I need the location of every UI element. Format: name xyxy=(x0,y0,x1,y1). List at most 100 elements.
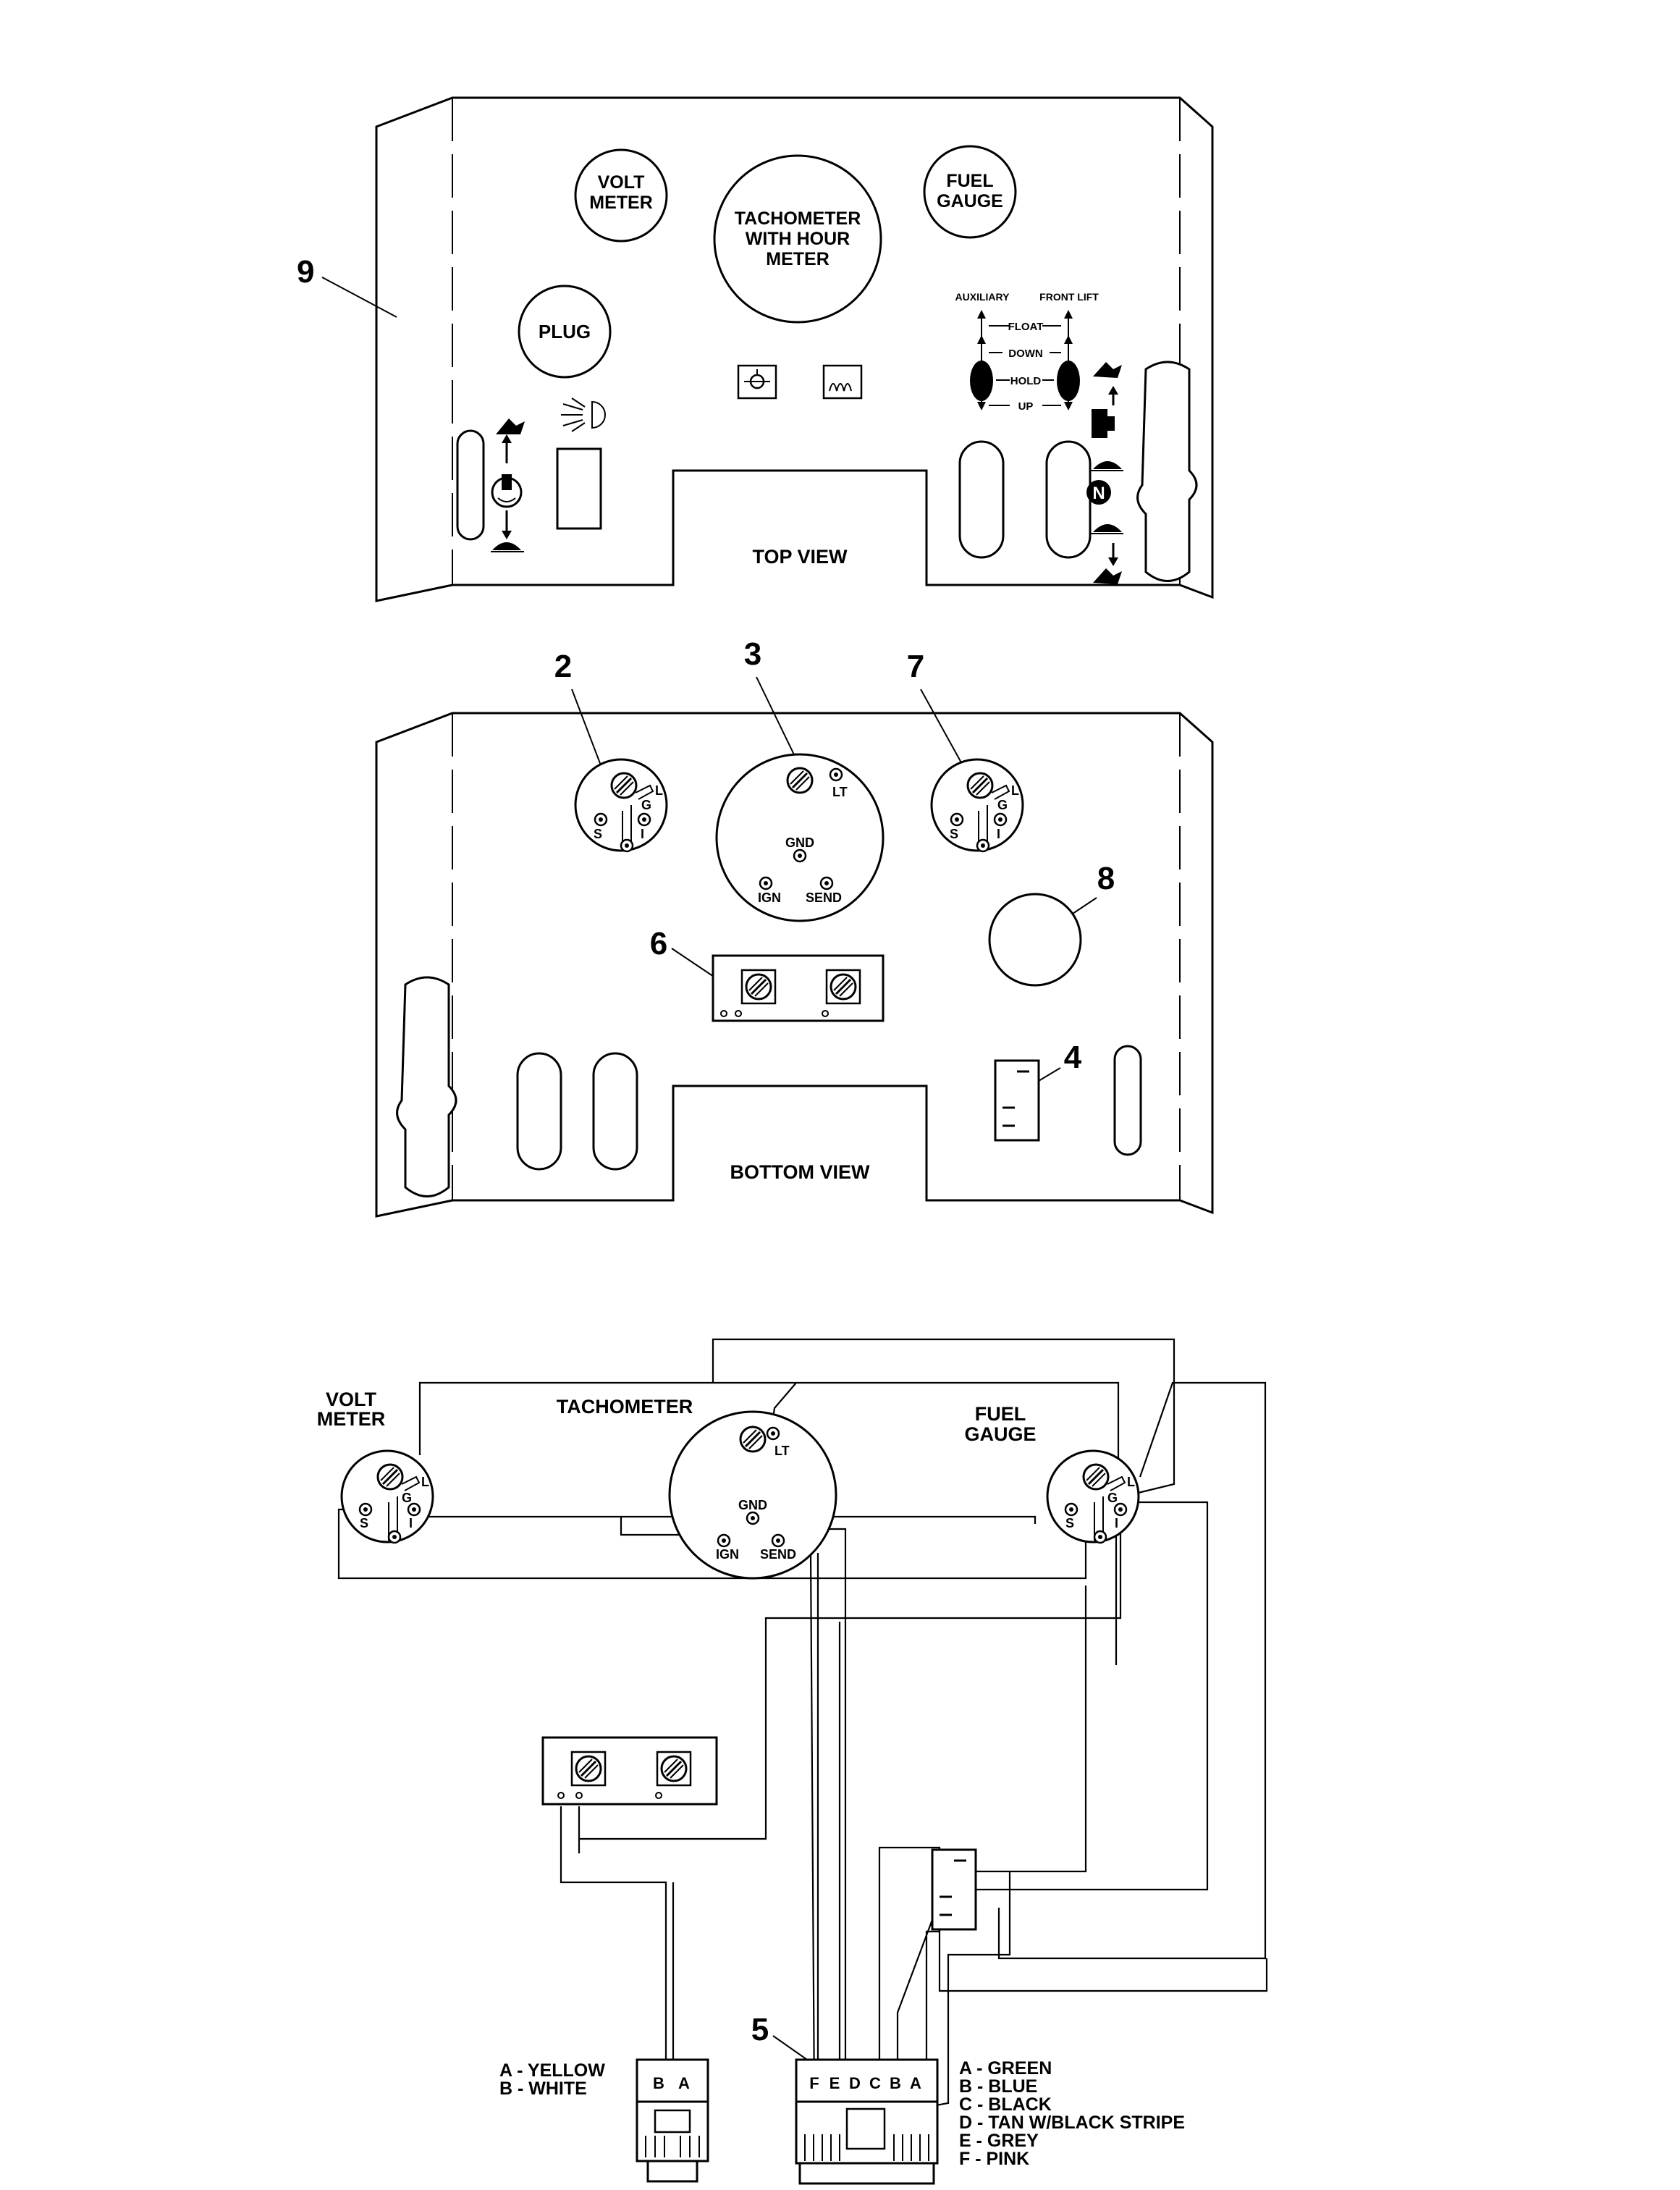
top-volt-meter-label-2: METER xyxy=(589,193,653,213)
lever-pos-up: UP xyxy=(1018,400,1034,413)
schematic-volt-meter-label-1: VOLT xyxy=(326,1389,376,1410)
large-connector-legend-f: F - PINK xyxy=(959,2149,1029,2169)
top-volt-meter-label-1: VOLT xyxy=(598,172,645,193)
large-connector-pin-f: F xyxy=(809,2074,819,2092)
large-connector-pin-a: A xyxy=(910,2074,921,2092)
lever-header-front-lift: FRONT LIFT xyxy=(1039,291,1099,303)
bottom-traction-pedal-slot xyxy=(396,976,457,1197)
bottom-right-term-g: G xyxy=(997,798,1008,812)
top-tachometer-label-2: WITH HOUR xyxy=(746,229,850,249)
top-view-caption: TOP VIEW xyxy=(752,546,848,568)
top-volt-meter: VOLT METER xyxy=(574,148,668,243)
top-tachometer-label-1: TACHOMETER xyxy=(735,209,861,229)
callout-6: 6 xyxy=(650,926,667,961)
schematic-tach-term-lt: LT xyxy=(774,1444,790,1458)
top-plug-label: PLUG xyxy=(539,321,591,342)
schematic-fuel-gauge: G L S I xyxy=(1046,1449,1140,1544)
large-connector-legend-d: D - TAN W/BLACK STRIPE xyxy=(959,2113,1185,2133)
schematic-tach-term-send: SEND xyxy=(760,1547,796,1562)
front-lift-lever-knob xyxy=(1057,361,1080,401)
schematic-tachometer: LT GND IGN SEND xyxy=(668,1410,837,1580)
schematic-tach-term-gnd: GND xyxy=(738,1498,767,1512)
bottom-left-term-g: G xyxy=(641,798,651,812)
large-connector-pin-d: D xyxy=(849,2074,861,2092)
large-connector-legend-b: B - BLUE xyxy=(959,2076,1037,2097)
bottom-left-term-i: I xyxy=(641,827,644,841)
traction-icons: N xyxy=(1086,362,1123,584)
lever-pos-down: DOWN xyxy=(1008,348,1043,360)
bottom-tach-term-send: SEND xyxy=(806,890,842,905)
bottom-view-panel: 2 3 7 8 6 4 G L S I LT xyxy=(375,636,1214,1218)
callout-4: 4 xyxy=(1064,1040,1082,1075)
callout-3: 3 xyxy=(744,636,761,672)
top-fuel-gauge-label-2: GAUGE xyxy=(937,191,1003,211)
bottom-right-term-i: I xyxy=(997,827,1000,841)
bottom-tachometer-back: LT GND IGN SEND xyxy=(715,753,885,922)
throttle-icon xyxy=(491,418,525,552)
top-fuel-gauge-label-1: FUEL xyxy=(946,171,993,191)
large-connector-legend-e: E - GREY xyxy=(959,2131,1039,2151)
callout-2: 2 xyxy=(554,649,572,684)
top-view-panel: 9 VOLT METER TACHOMETER WITH HOUR METER … xyxy=(297,96,1214,602)
large-connector-pin-c: C xyxy=(869,2074,881,2092)
bottom-fuel-gauge-back: G L S I xyxy=(930,758,1024,853)
large-connector-pin-b: B xyxy=(890,2074,901,2092)
lever-pos-float: FLOAT xyxy=(1008,321,1044,333)
bottom-left-term-l: L xyxy=(655,783,663,798)
top-plug: PLUG xyxy=(518,285,612,379)
small-connector-legend-b: B - WHITE xyxy=(499,2079,587,2099)
schematic-volt-meter: G L S I xyxy=(340,1449,434,1544)
bottom-switch-block xyxy=(712,954,885,1022)
schematic-volt-term-i: I xyxy=(409,1516,413,1530)
schematic-volt-meter-label-2: METER xyxy=(317,1408,386,1430)
bottom-tach-term-ign: IGN xyxy=(758,890,781,905)
large-connector-legend-c: C - BLACK xyxy=(959,2094,1052,2115)
light-icon xyxy=(561,397,606,432)
top-tachometer: TACHOMETER WITH HOUR METER xyxy=(713,154,882,324)
lever-pos-hold: HOLD xyxy=(1010,375,1042,387)
schematic-fuel-term-g: G xyxy=(1107,1491,1118,1505)
schematic-tachometer-label: TACHOMETER xyxy=(557,1396,693,1418)
callout-9: 9 xyxy=(297,254,314,290)
schematic-volt-term-s: S xyxy=(360,1516,368,1530)
callout-8: 8 xyxy=(1097,861,1115,896)
bottom-plug-back xyxy=(988,893,1082,987)
large-connector-pin-e: E xyxy=(830,2074,840,2092)
small-connector-pin-a: A xyxy=(678,2074,690,2092)
bottom-light-switch xyxy=(994,1059,1040,1142)
large-connector-legend-a: A - GREEN xyxy=(959,2058,1052,2079)
small-connector: B A xyxy=(636,2058,709,2183)
schematic-fuel-gauge-label-2: GAUGE xyxy=(964,1423,1036,1445)
bottom-view-caption: BOTTOM VIEW xyxy=(730,1161,871,1183)
schematic-light-switch xyxy=(931,1848,977,1931)
schematic-fuel-term-i: I xyxy=(1115,1516,1118,1530)
schematic-tach-term-ign: IGN xyxy=(716,1547,739,1562)
schematic-fuel-term-s: S xyxy=(1065,1516,1074,1530)
top-tachometer-label-3: METER xyxy=(766,249,830,269)
schematic-volt-term-g: G xyxy=(402,1491,412,1505)
bottom-right-term-l: L xyxy=(1011,783,1019,798)
top-fuel-gauge: FUEL GAUGE xyxy=(923,145,1017,239)
neutral-symbol: N xyxy=(1092,484,1105,503)
schematic-fuel-gauge-label-1: FUEL xyxy=(975,1403,1026,1425)
small-connector-legend-a: A - YELLOW xyxy=(499,2060,605,2081)
small-connector-pin-b: B xyxy=(653,2074,664,2092)
schematic-fuel-term-l: L xyxy=(1127,1475,1135,1489)
wiring-schematic: VOLT METER TACHOMETER FUEL GAUGE xyxy=(317,1338,1268,2185)
callout-7: 7 xyxy=(907,649,924,684)
auxiliary-lever-knob xyxy=(970,361,993,401)
large-connector: F E D C B A xyxy=(795,2058,939,2185)
bottom-volt-meter-back: G L S I xyxy=(574,758,668,853)
traction-pedal-slot xyxy=(1136,361,1198,582)
glow-plug-symbol-icon xyxy=(822,364,863,400)
schematic-switch-block xyxy=(541,1736,718,1806)
bottom-tach-term-lt: LT xyxy=(832,785,848,799)
bottom-left-term-s: S xyxy=(594,827,602,841)
schematic-volt-term-l: L xyxy=(421,1475,429,1489)
callout-5: 5 xyxy=(751,2012,769,2047)
top-light-switch xyxy=(556,447,602,530)
bottom-tach-term-gnd: GND xyxy=(785,835,814,850)
bottom-right-term-s: S xyxy=(950,827,958,841)
lever-header-auxiliary: AUXILIARY xyxy=(955,291,1010,303)
